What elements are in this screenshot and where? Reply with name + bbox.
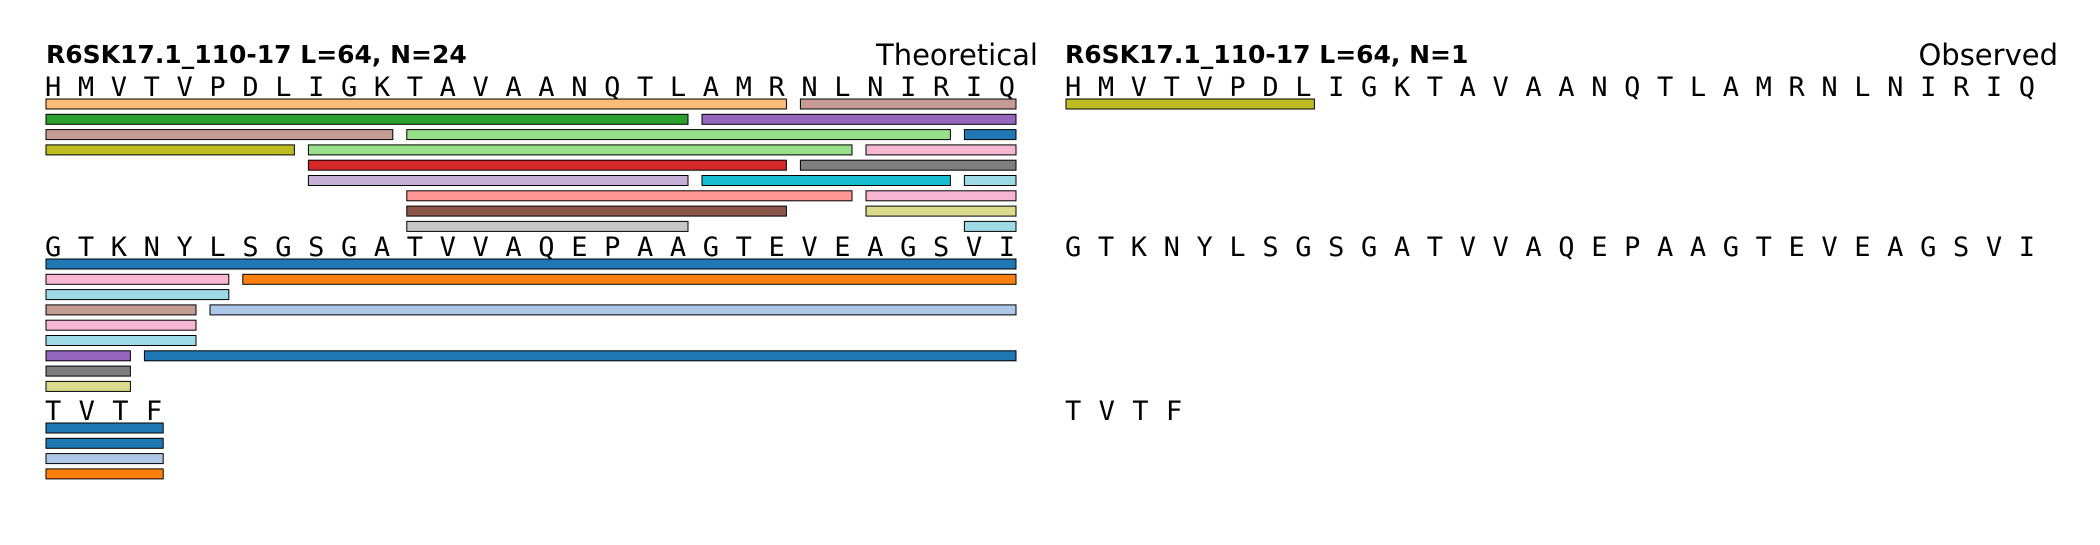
peptide-bar bbox=[45, 437, 164, 449]
peptide-bar bbox=[45, 335, 197, 346]
peptide-bar bbox=[242, 273, 1017, 285]
panel-observed: R6SK17.1_110-17 L=64, N=1 Observed HMVTV… bbox=[1065, 38, 2058, 427]
peptide-bar bbox=[45, 468, 164, 480]
peptide-bar bbox=[799, 98, 1017, 110]
sequence-row: GTKNYLSGSGATVVAQEPAAGTEVEAGSVI bbox=[1065, 232, 2035, 263]
peptide-bar bbox=[45, 144, 295, 156]
panel-label: Theoretical bbox=[875, 38, 1038, 72]
peptide-bar bbox=[799, 159, 1017, 171]
peptide-bar bbox=[45, 98, 787, 110]
residue-sequence: GTKNYLSGSGATVVAQEPAAGTEVEAGSVI bbox=[45, 232, 1015, 263]
sequence-row: HMVTVPDLIGKTAVAANQTLAMRNLNIRIQ bbox=[45, 72, 1017, 232]
peptide-bar bbox=[45, 422, 164, 434]
peptide-bar bbox=[45, 304, 197, 316]
peptide-bar bbox=[963, 220, 1017, 232]
peptide-bar bbox=[45, 380, 131, 392]
peptide-bar bbox=[307, 175, 689, 186]
peptide-bar bbox=[865, 205, 1017, 217]
peptide-bar bbox=[45, 365, 131, 377]
peptide-bar bbox=[1065, 98, 1315, 110]
sequence-row: GTKNYLSGSGATVVAQEPAAGTEVEAGSVI bbox=[45, 232, 1017, 392]
peptide-bar bbox=[307, 159, 787, 171]
peptide-bar bbox=[45, 453, 164, 465]
sequence-row: TVTF bbox=[1065, 396, 1182, 427]
panel-header: R6SK17.1_110-17 L=64, N=24 bbox=[46, 40, 467, 69]
peptide-bar bbox=[701, 175, 951, 186]
peptide-bar bbox=[45, 289, 230, 301]
peptide-bar bbox=[307, 144, 853, 156]
peptide-bar bbox=[45, 129, 394, 141]
residue-sequence: HMVTVPDLIGKTAVAANQTLAMRNLNIRIQ bbox=[45, 72, 1015, 103]
peptide-bar bbox=[406, 190, 853, 202]
sequence-row: HMVTVPDLIGKTAVAANQTLAMRNLNIRIQ bbox=[1065, 72, 2035, 110]
peptide-bar bbox=[406, 205, 787, 217]
peptide-bar bbox=[963, 129, 1017, 141]
peptide-bar bbox=[406, 220, 689, 232]
peptide-bar bbox=[45, 273, 230, 285]
residue-sequence: HMVTVPDLIGKTAVAANQTLAMRNLNIRIQ bbox=[1065, 72, 2035, 103]
sequence-rows: HMVTVPDLIGKTAVAANQTLAMRNLNIRIQ GTKNYLSGSG… bbox=[45, 72, 1017, 480]
peptide-bar bbox=[865, 190, 1017, 202]
sequence-rows: HMVTVPDLIGKTAVAANQTLAMRNLNIRIQ GTKNYLSGSG… bbox=[1065, 72, 2035, 427]
peptide-bar bbox=[701, 113, 1017, 125]
peptide-bar bbox=[963, 175, 1017, 186]
panel-label: Observed bbox=[1918, 38, 2058, 72]
peptide-bar bbox=[45, 319, 197, 331]
sequence-row: TVTF bbox=[45, 396, 164, 480]
peptide-bar bbox=[143, 350, 1017, 362]
peptide-bar bbox=[406, 129, 951, 141]
residue-sequence: TVTF bbox=[45, 396, 162, 427]
peptide-bar bbox=[865, 144, 1017, 156]
panel-theoretical: R6SK17.1_110-17 L=64, N=24 Theoretical H… bbox=[45, 38, 1038, 480]
residue-sequence: GTKNYLSGSGATVVAQEPAAGTEVEAGSVI bbox=[1065, 232, 2035, 263]
peptide-bar bbox=[45, 350, 131, 362]
peptide-bar bbox=[45, 258, 1017, 270]
residue-sequence: TVTF bbox=[1065, 396, 1182, 427]
peptide-bar bbox=[45, 113, 689, 125]
panel-header: R6SK17.1_110-17 L=64, N=1 bbox=[1065, 40, 1468, 69]
peptide-bar bbox=[209, 304, 1017, 316]
